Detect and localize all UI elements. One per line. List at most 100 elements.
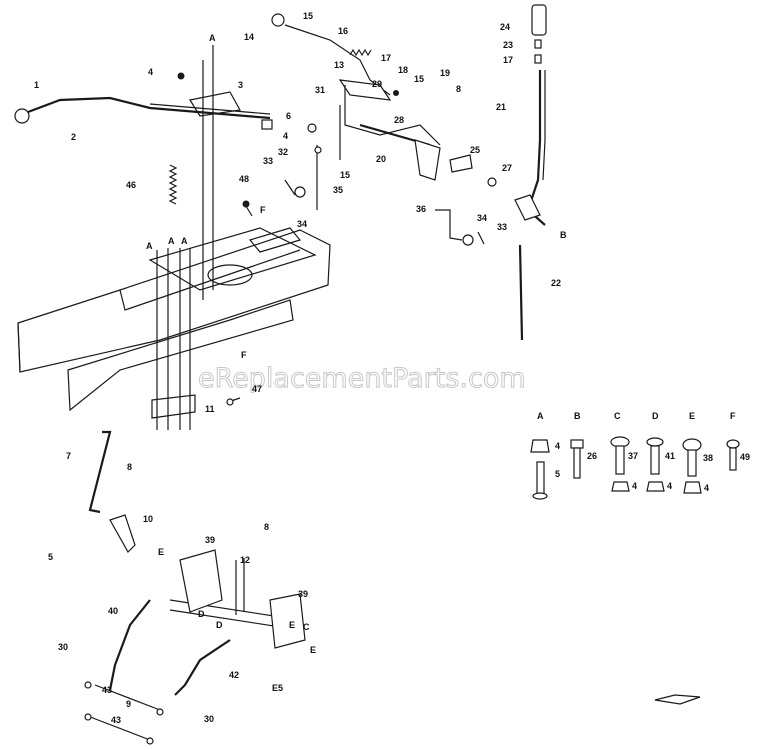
callout: 42: [229, 670, 239, 680]
callout: A: [168, 236, 175, 246]
callout: 30: [204, 714, 214, 724]
callout: 36: [416, 204, 426, 214]
hardware-key: [530, 436, 740, 500]
bottom-hardware: [84, 681, 164, 745]
callout: D: [216, 620, 223, 630]
key-ref: 4: [555, 441, 560, 451]
key-ref: 5: [555, 469, 560, 479]
links-31-35: [284, 105, 341, 198]
key-letter: C: [614, 411, 621, 421]
rod-7: [88, 430, 112, 514]
callout: 3: [238, 80, 243, 90]
callout: 28: [394, 115, 404, 125]
callout: E: [158, 547, 164, 557]
callout: 40: [108, 606, 118, 616]
callout: B: [560, 230, 567, 240]
key-letter: D: [652, 411, 659, 421]
callout: 15: [414, 74, 424, 84]
callout: 35: [333, 185, 343, 195]
callout: 11: [205, 404, 215, 414]
key-letter: B: [574, 411, 581, 421]
callout: 32: [278, 147, 288, 157]
frame-assembly: [17, 227, 331, 412]
scan-mark: [654, 694, 701, 705]
callout: 5: [48, 552, 53, 562]
key-ref: 37: [628, 451, 638, 461]
callout: 8: [264, 522, 269, 532]
callout: 34: [477, 213, 487, 223]
callout: 20: [376, 154, 386, 164]
callout: 12: [240, 555, 250, 565]
key-ref: 41: [665, 451, 675, 461]
bracket-20-28: [316, 85, 473, 210]
callout: F: [260, 205, 266, 215]
key-ref: 49: [740, 452, 750, 462]
callout: 29: [372, 79, 382, 89]
callout: 18: [398, 65, 408, 75]
callout: 10: [143, 514, 153, 524]
key-ref: 4: [704, 483, 709, 493]
watermark-text: eReplacementParts.com: [198, 363, 526, 394]
rockshaft-assembly: [108, 549, 306, 696]
callout: 17: [503, 55, 513, 65]
callout: 43: [102, 685, 112, 695]
callout: 34: [297, 219, 307, 229]
key-letter: E: [689, 411, 695, 421]
links-36: [435, 209, 485, 246]
callout: 47: [252, 384, 262, 394]
callout: 24: [500, 22, 510, 32]
callout: 17: [381, 53, 391, 63]
callout: 1: [34, 80, 39, 90]
callout: 8: [127, 462, 132, 472]
callout: E: [289, 620, 295, 630]
callout: 21: [496, 102, 506, 112]
callout: 14: [244, 32, 254, 42]
callout: 33: [497, 222, 507, 232]
callout: 33: [263, 156, 273, 166]
key-ref: 26: [587, 451, 597, 461]
callout: 7: [66, 451, 71, 461]
spring-46: [168, 164, 178, 205]
key-letter: F: [730, 411, 736, 421]
callout: 4: [148, 67, 153, 77]
callout: 27: [502, 163, 512, 173]
callout: F: [241, 350, 247, 360]
callout: 15: [340, 170, 350, 180]
page-code: E5: [272, 683, 283, 693]
hardware-key-labels: A 4 5 B 26 C 37 4 D 41 4 E 38 4 F 49: [537, 411, 750, 493]
callout: C: [303, 622, 310, 632]
callout: A: [146, 241, 153, 251]
callout: 25: [470, 145, 480, 155]
clip-10: [109, 514, 136, 553]
callout: 39: [205, 535, 215, 545]
key-ref: 4: [632, 481, 637, 491]
callout: 23: [503, 40, 513, 50]
key-letter: A: [537, 411, 544, 421]
callout: 39: [298, 589, 308, 599]
callout: 6: [286, 111, 291, 121]
callout: 2: [71, 132, 76, 142]
callout-labels: 1 2 3 4 6 46 48 F A A A A F 47 11 7 8 5 …: [34, 11, 567, 725]
key-ref: 38: [703, 453, 713, 463]
key-ref: 4: [667, 481, 672, 491]
callout: A: [209, 33, 216, 43]
callout: 8: [456, 84, 461, 94]
callout: 46: [126, 180, 136, 190]
lever-21-22: [487, 4, 547, 341]
callout: 4: [283, 131, 288, 141]
callout: 43: [111, 715, 121, 725]
callout: 30: [58, 642, 68, 652]
cable-assembly: [271, 13, 399, 101]
callout: D: [198, 609, 205, 619]
callout: 31: [315, 85, 325, 95]
callout: 22: [551, 278, 561, 288]
lift-lever: [14, 72, 273, 130]
callout: 15: [303, 11, 313, 21]
callout: A: [181, 236, 188, 246]
callout: 9: [126, 699, 131, 709]
callout: 16: [338, 26, 348, 36]
callout: 19: [440, 68, 450, 78]
callout: 13: [334, 60, 344, 70]
callout: 48: [239, 174, 249, 184]
